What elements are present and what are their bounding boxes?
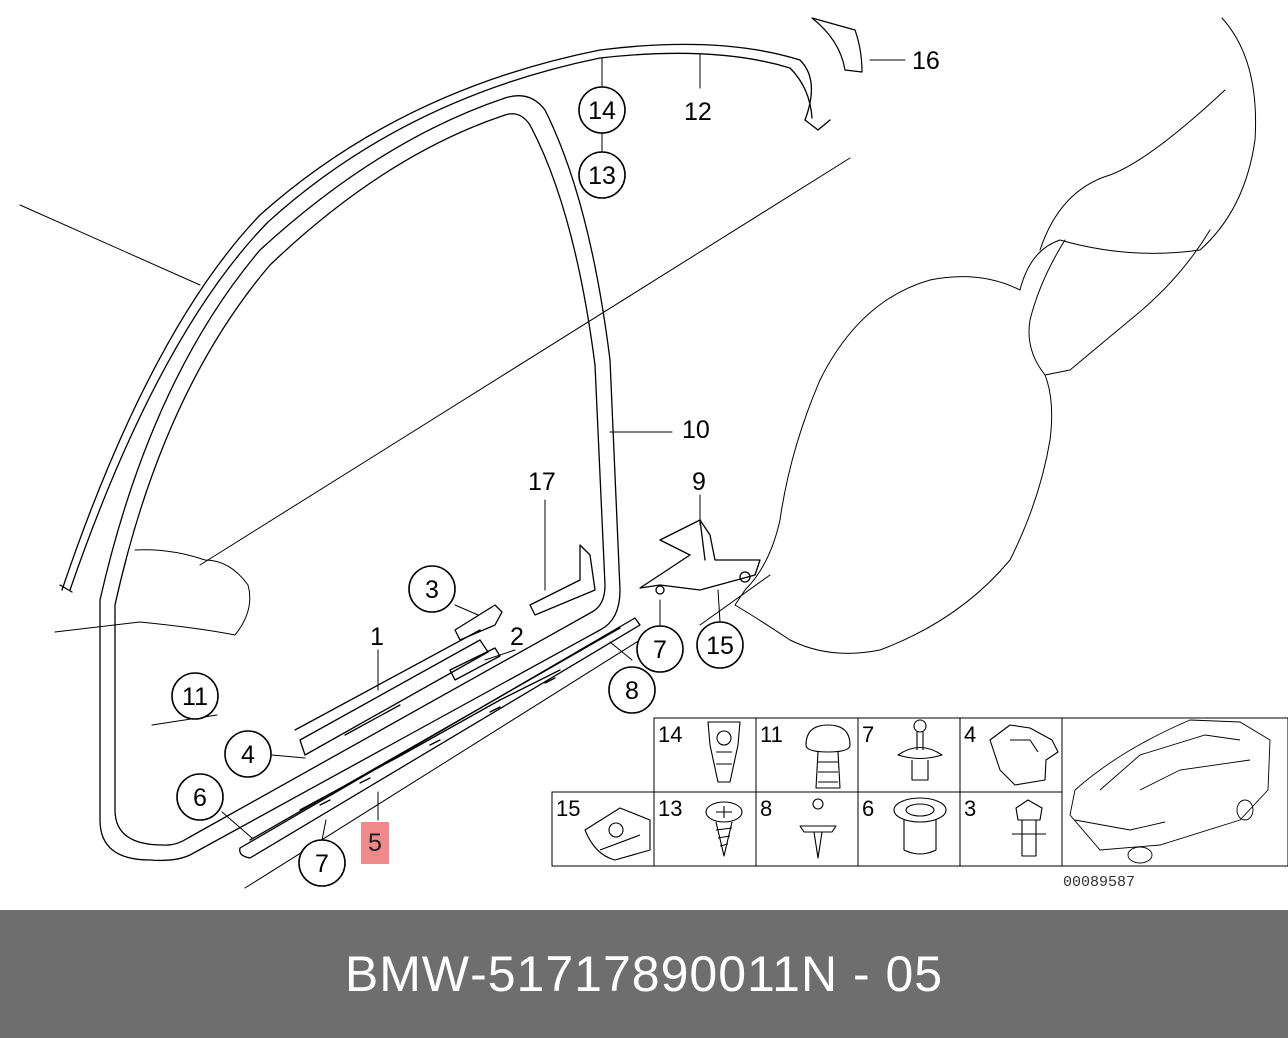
svg-text:7: 7 [315, 850, 329, 878]
svg-text:5: 5 [368, 829, 382, 857]
part-number: 51717890011 [487, 946, 801, 1002]
sill-bracket-icon [989, 724, 1059, 786]
table-label-14: 14 [658, 722, 682, 747]
svg-text:14: 14 [588, 97, 616, 125]
fasteners-table [551, 717, 1288, 867]
small-screw-icon [799, 798, 837, 859]
clip-nut-icon [707, 721, 741, 783]
trim-clip-icon [1012, 799, 1046, 857]
table-label-15: 15 [556, 796, 580, 821]
svg-text:6: 6 [193, 784, 207, 812]
flat-clip-nut-icon [584, 807, 651, 861]
svg-text:4: 4 [241, 741, 255, 769]
part-9-jack-pad [639, 519, 761, 595]
label-16: 16 [912, 47, 940, 75]
svg-text:11: 11 [182, 683, 208, 711]
table-label-4: 4 [964, 722, 976, 747]
table-label-13: 13 [658, 796, 682, 821]
callout-7-upper: 7 [636, 625, 684, 673]
table-label-6: 6 [862, 796, 874, 821]
part-17-trim [529, 544, 596, 616]
roof-trim-strip [59, 17, 863, 593]
door-seal [99, 95, 621, 862]
part-number-banner: BMW - 51717890011 N - 05 [0, 910, 1288, 1038]
svg-text:8: 8 [625, 677, 639, 705]
table-label-3: 3 [964, 796, 976, 821]
callout-6: 6 [176, 773, 224, 821]
brand-name: BMW [344, 946, 471, 1002]
leader-lines [151, 54, 906, 841]
grommet-icon [893, 797, 947, 855]
part-3-bracket [454, 604, 503, 641]
table-label-8: 8 [760, 796, 772, 821]
separator: - [470, 946, 488, 1002]
svg-text:15: 15 [706, 632, 734, 660]
screw-icon [705, 801, 743, 857]
label-17: 17 [528, 468, 556, 496]
callout-8: 8 [608, 666, 656, 714]
label-2: 2 [510, 623, 524, 651]
callout-11: 11 [171, 672, 219, 720]
callout-13: 13 [578, 151, 626, 199]
table-label-11: 11 [760, 722, 783, 747]
highlighted-part-5: 5 [361, 822, 389, 864]
sill-plate [294, 629, 501, 756]
push-clip-icon [897, 719, 943, 781]
car-thumbnail [1069, 719, 1271, 864]
callout-3: 3 [408, 565, 456, 613]
callout-4: 4 [224, 730, 272, 778]
car-body-outline [19, 17, 1257, 889]
callout-14: 14 [578, 86, 626, 134]
label-10: 10 [682, 416, 710, 444]
table-label-7: 7 [862, 722, 874, 747]
label-9: 9 [692, 468, 706, 496]
sill-trim [239, 617, 641, 859]
expansion-rivet-icon [805, 724, 851, 789]
svg-text:3: 3 [425, 576, 439, 604]
label-1: 1 [370, 623, 384, 651]
label-12: 12 [684, 98, 712, 126]
diagram-position: N - 05 [800, 946, 944, 1002]
diagram-reference-number: 00089587 [1063, 874, 1135, 891]
callout-7-lower: 7 [298, 839, 346, 887]
exploded-parts-diagram: 14 13 3 11 4 6 7 7 15 8 12 16 10 17 9 1 … [19, 17, 1288, 891]
callout-15: 15 [696, 621, 744, 669]
svg-text:7: 7 [653, 636, 667, 664]
svg-text:13: 13 [588, 162, 616, 190]
